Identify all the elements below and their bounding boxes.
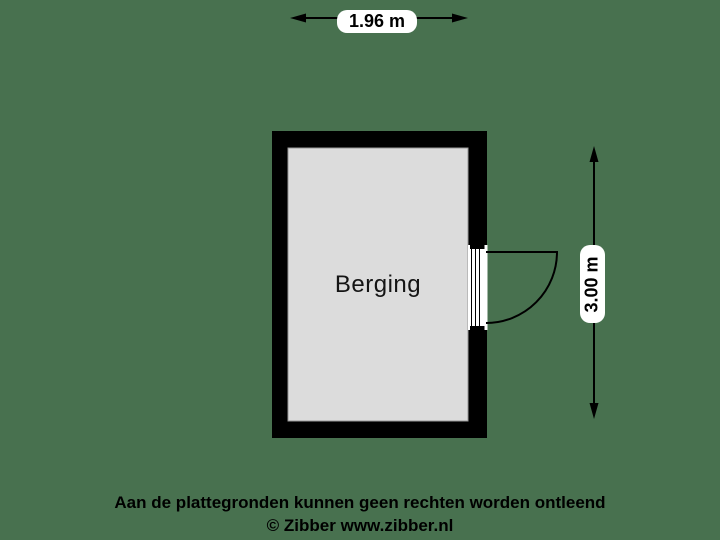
door: [468, 245, 559, 330]
arrow-head-down-icon: [589, 403, 599, 419]
arrow-head-left-icon: [290, 13, 306, 23]
room-floor: [287, 147, 469, 422]
door-swing-arc: [485, 251, 559, 324]
copyright-text: © Zibber www.zibber.nl: [266, 516, 454, 535]
door-frame: [470, 245, 485, 330]
disclaimer-text: Aan de plattegronden kunnen geen rechten…: [114, 493, 606, 512]
height-dimension-label-text: 3.00 m: [582, 255, 603, 313]
room-name-label: Berging: [334, 270, 422, 298]
height-dimension-label: 3.00 m: [580, 245, 605, 323]
door-opening: [468, 245, 488, 330]
width-dimension-label: 1.96 m: [337, 10, 417, 33]
footer: Aan de plattegronden kunnen geen rechten…: [0, 491, 720, 537]
arrow-head-up-icon: [589, 146, 599, 162]
arrow-head-right-icon: [452, 13, 468, 23]
